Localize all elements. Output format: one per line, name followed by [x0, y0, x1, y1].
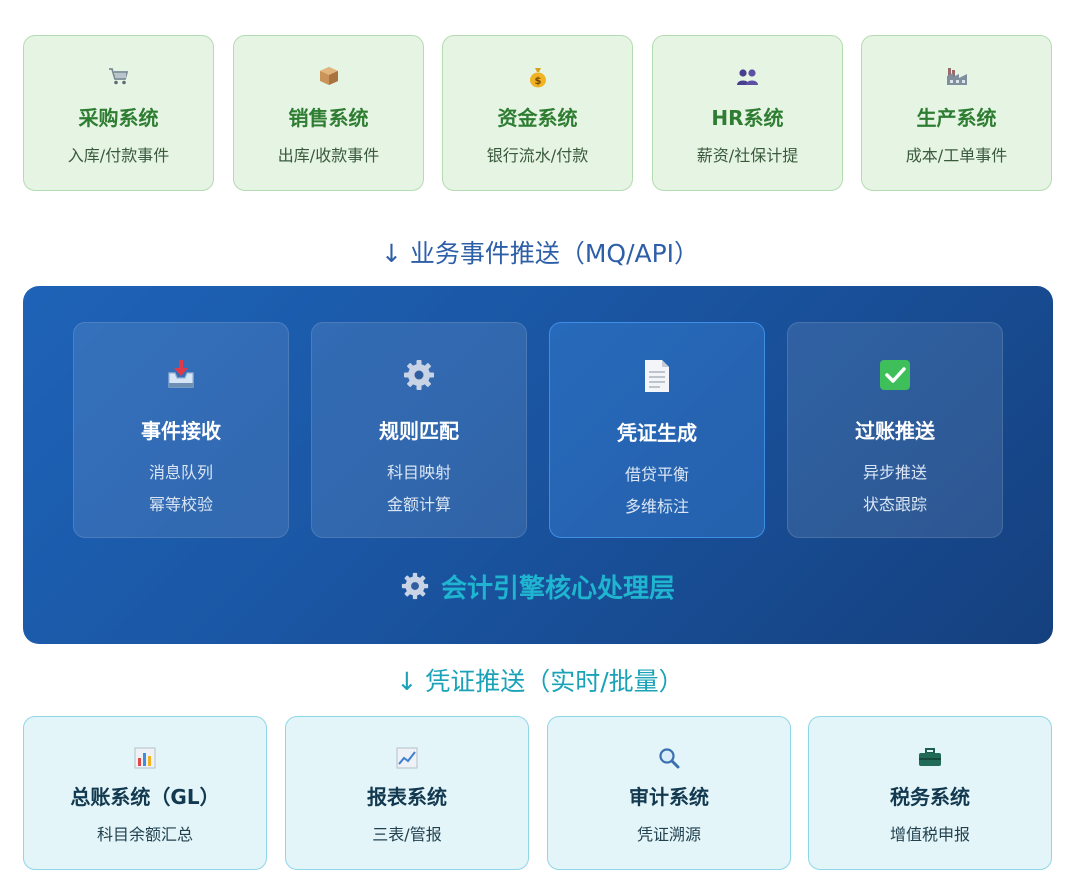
target-card-gl: 总账系统（GL） 科目余额汇总 — [23, 716, 267, 870]
source-subtitle: 出库/收款事件 — [277, 146, 380, 165]
step-title: 规则匹配 — [379, 419, 459, 443]
engine-step-rules: 规则匹配 科目映射 金额计算 — [311, 322, 527, 538]
source-card-hr: HR系统 薪资/社保计提 — [652, 35, 843, 191]
factory-icon — [862, 66, 1051, 86]
target-title: 报表系统 — [367, 785, 447, 809]
target-title: 总账系统（GL） — [70, 785, 220, 809]
source-title: HR系统 — [711, 106, 784, 130]
engine-step-voucher: 凭证生成 借贷平衡 多维标注 — [549, 322, 765, 538]
bar-chart-icon — [24, 747, 266, 769]
source-title: 采购系统 — [78, 106, 159, 130]
line-chart-icon — [286, 747, 528, 769]
check-mark-icon — [788, 359, 1002, 391]
source-card-procurement: 采购系统 入库/付款事件 — [23, 35, 214, 191]
source-title: 销售系统 — [288, 106, 369, 130]
step-line: 金额计算 — [386, 495, 451, 514]
inbox-tray-icon — [74, 359, 288, 389]
target-subtitle: 凭证溯源 — [636, 825, 701, 844]
engine-step-post: 过账推送 异步推送 状态跟踪 — [787, 322, 1003, 538]
target-subtitle: 增值税申报 — [889, 825, 970, 844]
source-card-treasury: $ 资金系统 银行流水/付款 — [442, 35, 633, 191]
gear-icon — [312, 359, 526, 391]
source-card-sales: 销售系统 出库/收款事件 — [233, 35, 424, 191]
target-title: 审计系统 — [629, 785, 709, 809]
step-line: 科目映射 — [386, 463, 451, 482]
step-line: 多维标注 — [624, 497, 689, 516]
source-subtitle: 银行流水/付款 — [486, 146, 589, 165]
people-icon — [653, 68, 842, 86]
step-line: 状态跟踪 — [862, 495, 927, 514]
target-card-audit: 审计系统 凭证溯源 — [547, 716, 791, 870]
target-card-tax: 税务系统 增值税申报 — [808, 716, 1052, 870]
flow-label-events: ↓ 业务事件推送（MQ/API） — [380, 239, 700, 268]
step-title: 凭证生成 — [617, 421, 697, 445]
target-subtitle: 科目余额汇总 — [96, 825, 193, 844]
svg-text:$: $ — [534, 76, 541, 87]
source-subtitle: 入库/付款事件 — [67, 146, 170, 165]
document-icon — [550, 359, 764, 393]
engine-panel: 事件接收 消息队列 幂等校验 规则匹配 科目映射 金额计算 — [23, 286, 1053, 644]
source-subtitle: 薪资/社保计提 — [696, 146, 799, 165]
step-title: 事件接收 — [141, 419, 221, 443]
flow-label-vouchers: ↓ 凭证推送（实时/批量） — [396, 667, 684, 696]
engine-layer-text: 会计引擎核心处理层 — [440, 573, 675, 604]
shopping-cart-icon — [24, 66, 213, 86]
step-line: 消息队列 — [148, 463, 213, 482]
step-line: 异步推送 — [862, 463, 927, 482]
source-title: 资金系统 — [497, 106, 578, 130]
magnifier-icon — [548, 747, 790, 769]
source-title: 生产系统 — [916, 106, 997, 130]
engine-layer-label: 会计引擎核心处理层 — [23, 566, 1053, 606]
gear-icon — [401, 572, 429, 600]
briefcase-icon — [809, 747, 1051, 767]
target-card-reports: 报表系统 三表/管报 — [285, 716, 529, 870]
step-title: 过账推送 — [855, 419, 935, 443]
source-card-production: 生产系统 成本/工单事件 — [861, 35, 1052, 191]
package-icon — [234, 66, 423, 86]
source-subtitle: 成本/工单事件 — [905, 146, 1008, 165]
step-line: 借贷平衡 — [624, 465, 689, 484]
target-title: 税务系统 — [890, 785, 970, 809]
money-bag-icon: $ — [443, 66, 632, 88]
target-subtitle: 三表/管报 — [372, 825, 442, 844]
engine-step-receive: 事件接收 消息队列 幂等校验 — [73, 322, 289, 538]
step-line: 幂等校验 — [148, 495, 213, 514]
